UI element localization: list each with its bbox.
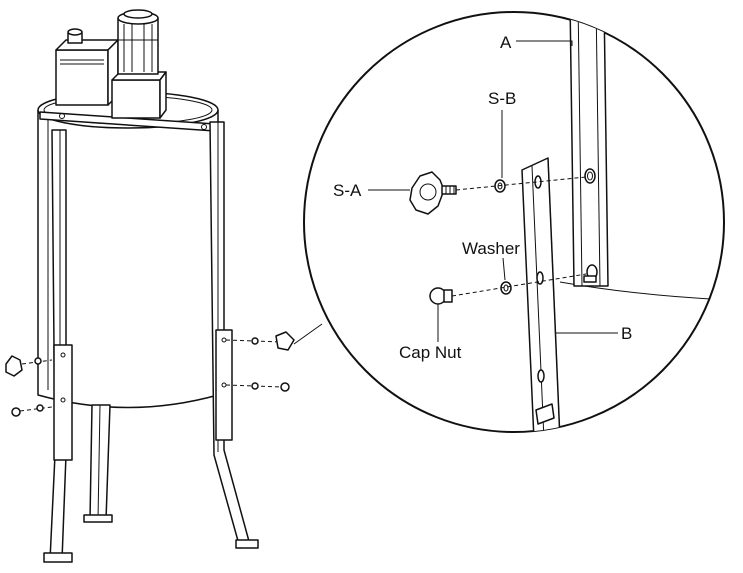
washer [500,281,512,295]
label-s-b: S-B [488,89,516,108]
label-s-a: S-A [333,181,362,200]
leader-washer [502,257,506,281]
label-cap-nut: Cap Nut [399,343,462,362]
extractor-drawing [5,9,323,563]
label-b: B [621,324,632,343]
s-a-star-knob [409,171,457,215]
left-fasteners [5,355,53,417]
cap-nut [429,287,453,305]
motor-housing [55,9,167,119]
labels: A S-B S-A Washer Cap Nut B [333,33,632,362]
label-a: A [500,33,512,52]
left-leg [43,129,73,563]
back-leg [83,404,113,523]
lower-bolt-axis [451,273,587,297]
label-washer: Washer [462,239,520,258]
part-a-leg [569,12,609,287]
part-b-leg [521,157,561,432]
detail-callout-line [293,323,323,345]
detail-contents [368,12,724,432]
right-leg [209,121,259,549]
detail-circle [303,11,725,433]
right-fasteners [225,331,295,392]
upper-bolt-axis [455,176,587,191]
leader-a [516,40,573,46]
